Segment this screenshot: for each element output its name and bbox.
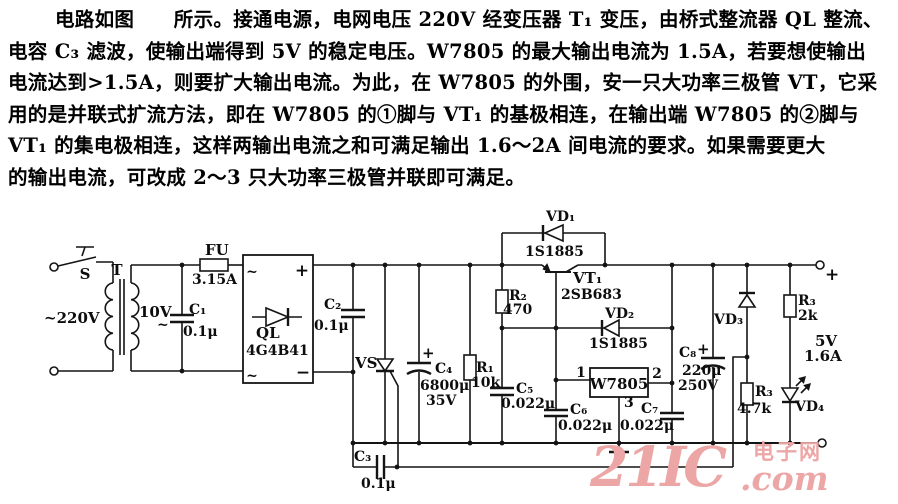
diode-vd1: VD₁ 1S1885 <box>501 209 606 265</box>
diode-vd3: VD₃ <box>713 265 757 443</box>
c7-label: C₇ <box>641 401 658 417</box>
vd3-label: VD₃ <box>713 312 743 328</box>
capacitor-c6: C₆ 0.022μ <box>544 402 612 443</box>
capacitor-c8: C₈ + 220μ 250V <box>678 265 726 443</box>
description-paragraph: 电路如图 所示。接通电源，电网电压 220V 经变压器 T₁ 变压，由桥式整流器… <box>8 4 894 193</box>
vd2-label: VD₂ <box>604 306 634 322</box>
c4-label: C₄ <box>435 361 452 377</box>
thyristor-vs: VS <box>354 265 399 467</box>
mains-voltage-label: ~220V <box>44 309 100 327</box>
capacitor-c3: C₃ 0.1μ <box>352 443 733 492</box>
paragraph-line: 的输出电流，可改成 2～3 只大功率三极管并联即可满足。 <box>8 165 526 189</box>
input-terminal-bottom <box>49 366 59 376</box>
paragraph-line: 电路如图 所示。接通电源，电网电压 220V 经变压器 T₁ 变压，由桥式整流器… <box>55 8 883 31</box>
output-terminal-minus <box>817 438 827 448</box>
led-vd4: VD₄ <box>780 376 824 443</box>
c5-value: 0.022μ <box>501 396 555 412</box>
capacitor-c2: C₂ 0.1μ <box>314 265 365 443</box>
bridge-rectifier-ql: ~ + ~ − QL 4G4B41 <box>242 254 314 384</box>
bridge-model: 4G4B41 <box>246 343 309 359</box>
diode-vd2: VD₂ 1S1885 <box>502 306 672 352</box>
output-plus-sign: + <box>825 265 839 285</box>
r3-value: 2k <box>798 308 818 324</box>
vd4-label: VD₄ <box>794 399 824 415</box>
c3-label: C₃ <box>354 449 371 465</box>
feedback-wire <box>732 356 747 467</box>
c6-label: C₆ <box>570 402 587 418</box>
fuse-fu: FU 3.15A <box>131 241 243 288</box>
fuse-label: FU <box>205 241 229 259</box>
vs-label: VS <box>354 354 377 372</box>
r2-label: R₂ <box>509 288 527 304</box>
secondary-voltage-label: 10V <box>139 303 172 321</box>
bridge-ac-bottom: ~ <box>246 368 258 384</box>
r4-value: 4.7k <box>737 401 771 417</box>
regulator-w7805: W7805 1 2 3 <box>555 328 672 454</box>
bridge-minus: − <box>296 363 310 383</box>
bridge-ac-top: ~ <box>246 264 258 280</box>
c8-voltage: 250V <box>678 378 719 394</box>
regulator-name: W7805 <box>589 375 649 393</box>
regulator-pin3: 3 <box>624 395 634 411</box>
transformer-label: T <box>111 261 123 279</box>
paragraph-line: VT₁ 的集电极相连，这样两输出电流之和可满足输出 1.6～2A 间电流的要求。… <box>8 134 826 157</box>
switch-s: S <box>57 246 97 283</box>
resistor-r4: R₃ 4.7k <box>737 382 773 417</box>
c8-value: 220μ <box>682 363 721 379</box>
output-terminal-plus <box>815 260 825 270</box>
resistor-r3: R₃ 2k <box>783 265 818 388</box>
c2-value: 0.1μ <box>314 318 349 334</box>
c4-plus-sign: + <box>422 344 435 362</box>
fuse-rating-label: 3.15A <box>192 272 238 288</box>
switch-label: S <box>80 265 91 283</box>
r1-label: R₁ <box>476 360 494 376</box>
c8-plus-sign: + <box>697 340 710 358</box>
paragraph-line: 用的是并联式扩流方法，即在 W7805 的①脚与 VT₁ 的基极相连，在输出端 … <box>8 102 859 126</box>
resistor-r2: R₂ 470 <box>495 265 532 388</box>
bridge-plus: + <box>295 261 309 281</box>
junction-dots <box>350 262 793 446</box>
resistor-r1: R₁ 10k <box>463 265 500 443</box>
c5-label: C₅ <box>516 381 533 397</box>
vd2-model: 1S1885 <box>589 336 648 352</box>
vt1-label: VT₁ <box>572 269 602 287</box>
mains-input: S ~220V <box>44 246 114 376</box>
c6-value: 0.022μ <box>558 418 612 434</box>
transformer-t: T 10V ~ <box>104 261 172 371</box>
regulator-pin1: 1 <box>576 365 586 381</box>
capacitor-c1: C₁ 0.1μ <box>170 262 218 374</box>
c7-value: 0.022μ <box>620 418 674 434</box>
c4-voltage: 35V <box>426 393 457 409</box>
r3-label: R₃ <box>798 293 816 309</box>
transistor-vt1: VT₁ 2SB683 <box>541 263 622 328</box>
vd1-label: VD₁ <box>545 209 575 225</box>
secondary-ac-mark: ~ <box>157 317 169 333</box>
c2-label: C₂ <box>324 297 341 313</box>
c1-value: 0.1μ <box>183 324 218 340</box>
c4-value: 6800μ <box>420 378 469 394</box>
c3-value: 0.1μ <box>361 476 396 492</box>
capacitor-c4: + C₄ 6800μ 35V <box>406 265 469 443</box>
r4-label: R₃ <box>755 384 773 400</box>
bridge-name: QL <box>256 324 280 342</box>
vt1-model: 2SB683 <box>561 287 622 303</box>
vd1-model: 1S1885 <box>525 244 584 260</box>
c1-label: C₁ <box>189 302 206 318</box>
c8-label: C₈ <box>679 345 696 361</box>
capacitor-c5: C₅ 0.022μ <box>490 381 555 443</box>
regulator-pin2: 2 <box>652 366 662 382</box>
paragraph-line: 电容 C₃ 滤波，使输出端得到 5V 的稳定电压。W7805 的最大输出电流为 … <box>8 39 867 63</box>
paragraph-line: 电流达到>1.5A，则要扩大输出电流。为此，在 W7805 的外围，安一只大功率… <box>8 71 878 94</box>
output-voltage-label: 5V <box>815 332 837 350</box>
capacitor-c7: C₇ 0.022μ <box>620 265 684 443</box>
r2-value: 470 <box>503 302 532 318</box>
circuit-schematic: S ~220V T 10V ~ FU 3.15A <box>44 209 842 492</box>
ground-rail <box>353 438 827 448</box>
input-terminal-top <box>49 262 59 272</box>
output-current-label: 1.6A <box>804 347 842 365</box>
bridge-diode-icon <box>252 306 302 328</box>
